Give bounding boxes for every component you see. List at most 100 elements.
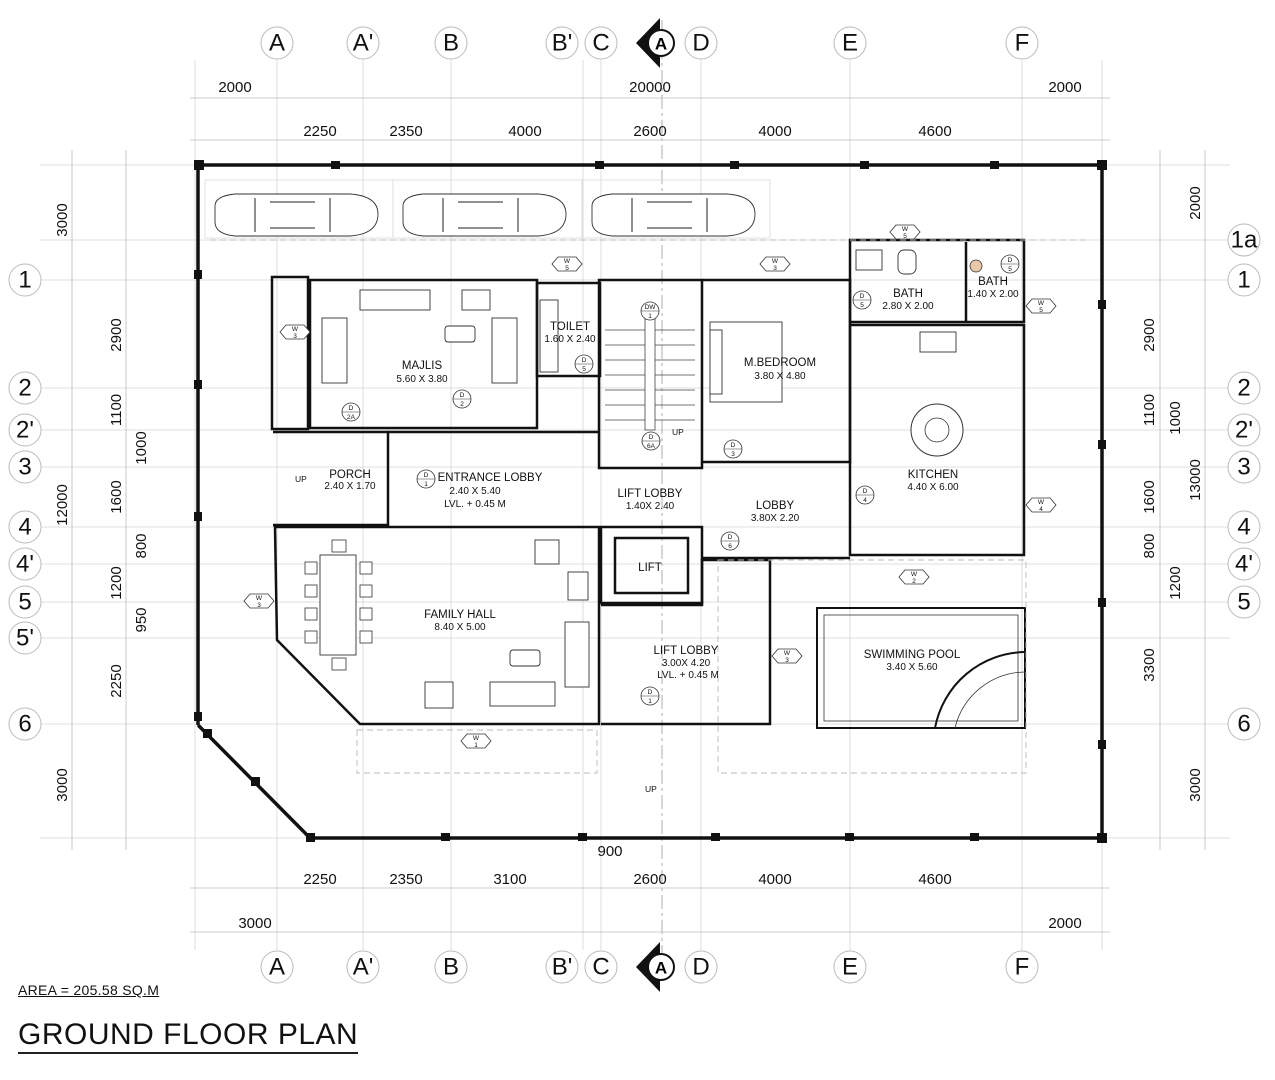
room-lift-lobby-lower: LIFT LOBBY 3.00X 4.20 LVL. + 0.45 M [654,645,719,681]
svg-text:1000: 1000 [1167,401,1184,434]
svg-text:3: 3 [785,657,789,664]
grid-bubble-bottom-b-prime: B' [545,950,579,984]
grid-bubble-left-4: 4 [8,510,42,544]
svg-text:4: 4 [1039,506,1043,513]
grid-bubble-top-d: D [684,26,718,60]
svg-text:4000: 4000 [758,871,791,888]
svg-text:1a: 1a [1231,227,1258,254]
grid-bubble-top-e: E [833,26,867,60]
svg-text:2600: 2600 [633,871,666,888]
grid-bubble-right-4: 4 [1227,510,1261,544]
grid-bubble-top-b-prime: B' [545,26,579,60]
svg-text:2A: 2A [347,414,356,421]
svg-text:W: W [784,650,791,657]
grid-bubble-top-c: C [584,26,618,60]
window-tag-w4: W4 [1025,497,1057,513]
grid-bubble-bottom-d: D [684,950,718,984]
svg-text:2600: 2600 [633,123,666,140]
svg-text:W: W [564,258,571,265]
svg-text:2.80 X 2.00: 2.80 X 2.00 [882,301,934,312]
svg-text:3: 3 [1237,454,1250,481]
svg-text:4.40 X 6.00: 4.40 X 6.00 [907,482,959,493]
grid-bubbles-right: 1a 1 2 2' 3 4 4' 5 6 [1227,223,1261,741]
svg-text:1100: 1100 [108,394,125,426]
svg-text:1600: 1600 [108,480,125,513]
svg-text:ENTRANCE LOBBY: ENTRANCE LOBBY [438,472,543,484]
dimensions-top: 2000 20000 2000 2250 2350 4000 2600 4000… [218,79,1081,140]
grid-bubble-bottom-a-prime: A' [346,950,380,984]
furniture [304,249,983,709]
svg-text:3000: 3000 [238,915,271,932]
swimming-pool [816,607,1026,729]
grid-bubble-top-f: F [1005,26,1039,60]
svg-text:W: W [1038,499,1045,506]
door-tag-d2a: D2A [341,402,361,422]
svg-text:950: 950 [133,607,150,632]
svg-text:A: A [269,954,285,981]
svg-text:1200: 1200 [108,566,125,599]
section-marker-top: A [636,18,675,68]
door-tag-d6a: D6A [641,431,661,451]
dimensions-left: 3000 12000 3000 2900 1100 1000 1600 800 … [54,203,150,801]
svg-text:5': 5' [16,625,34,652]
room-porch: PORCH 2.40 X 1.70 [324,469,376,492]
svg-text:4': 4' [1235,551,1253,578]
svg-text:6: 6 [1237,711,1250,738]
svg-text:SWIMMING POOL: SWIMMING POOL [864,649,961,661]
svg-text:2250: 2250 [303,871,336,888]
svg-text:3100: 3100 [493,871,526,888]
car-2 [402,193,567,237]
door-tag-d5-bath2: D5 [1000,254,1020,274]
svg-text:1: 1 [424,481,428,488]
svg-text:4': 4' [16,551,34,578]
dimension-lines [71,97,1206,933]
grid-bubble-left-5-prime: 5' [8,621,42,655]
boundary-wall [194,160,1107,843]
room-family-hall: FAMILY HALL 8.40 X 5.00 [424,609,496,633]
grid-bubbles-left: 1 2 2' 3 4 4' 5 5' 6 [8,263,42,741]
svg-text:W: W [473,735,480,742]
svg-text:2250: 2250 [108,664,125,697]
svg-text:LIFT LOBBY: LIFT LOBBY [618,488,683,500]
grid-bubble-right-4-prime: 4' [1227,547,1261,581]
grid-bubble-right-6: 6 [1227,707,1261,741]
window-tag-w5-right: W5 [1025,298,1057,314]
svg-text:13000: 13000 [1187,459,1204,501]
svg-text:3300: 3300 [1141,648,1158,681]
door-tag-d2: D2 [452,389,472,409]
grid-bubble-left-1: 1 [8,263,42,297]
svg-text:5: 5 [1237,589,1250,616]
svg-text:2000: 2000 [1187,186,1204,219]
svg-text:A: A [269,30,285,57]
svg-text:3.00X 4.20: 3.00X 4.20 [662,658,711,669]
svg-text:D: D [1008,257,1013,264]
svg-text:A: A [655,35,667,54]
svg-text:E: E [842,954,858,981]
svg-text:D: D [582,357,587,364]
grid-bubble-top-a: A [260,26,294,60]
svg-text:4: 4 [1237,514,1250,541]
parking-area [204,179,771,239]
svg-text:3.40 X 5.60: 3.40 X 5.60 [886,662,938,673]
svg-text:W: W [292,326,299,333]
svg-text:UP: UP [295,474,307,484]
svg-text:D: D [648,689,653,696]
svg-text:20000: 20000 [629,79,671,96]
door-tags: D2A D2 D5 D1 D3 D4 D5 D5 D6 D1 D6A DW1 [341,254,1020,706]
grid-bubble-left-5: 5 [8,585,42,619]
svg-text:3.80X 2.20: 3.80X 2.20 [751,513,800,524]
svg-text:1200: 1200 [1167,566,1184,599]
svg-text:F: F [1015,30,1030,57]
svg-text:LVL. + 0.45 M: LVL. + 0.45 M [657,670,719,681]
svg-text:3000: 3000 [1187,768,1204,801]
room-entrance-lobby: ENTRANCE LOBBY 2.40 X 5.40 LVL. + 0.45 M [438,472,543,510]
grid-bubble-right-2-prime: 2' [1227,413,1261,447]
svg-text:D: D [424,472,429,479]
svg-text:2.40 X 1.70: 2.40 X 1.70 [324,481,376,492]
svg-text:900: 900 [597,843,622,860]
dimensions-bottom: 900 2250 2350 3100 2600 4000 4600 3000 2… [238,843,1081,932]
grid-bubble-bottom-b: B [434,950,468,984]
door-tag-d1-lift-lobby: D1 [640,686,660,706]
svg-text:KITCHEN: KITCHEN [908,469,958,481]
svg-text:2250: 2250 [303,123,336,140]
